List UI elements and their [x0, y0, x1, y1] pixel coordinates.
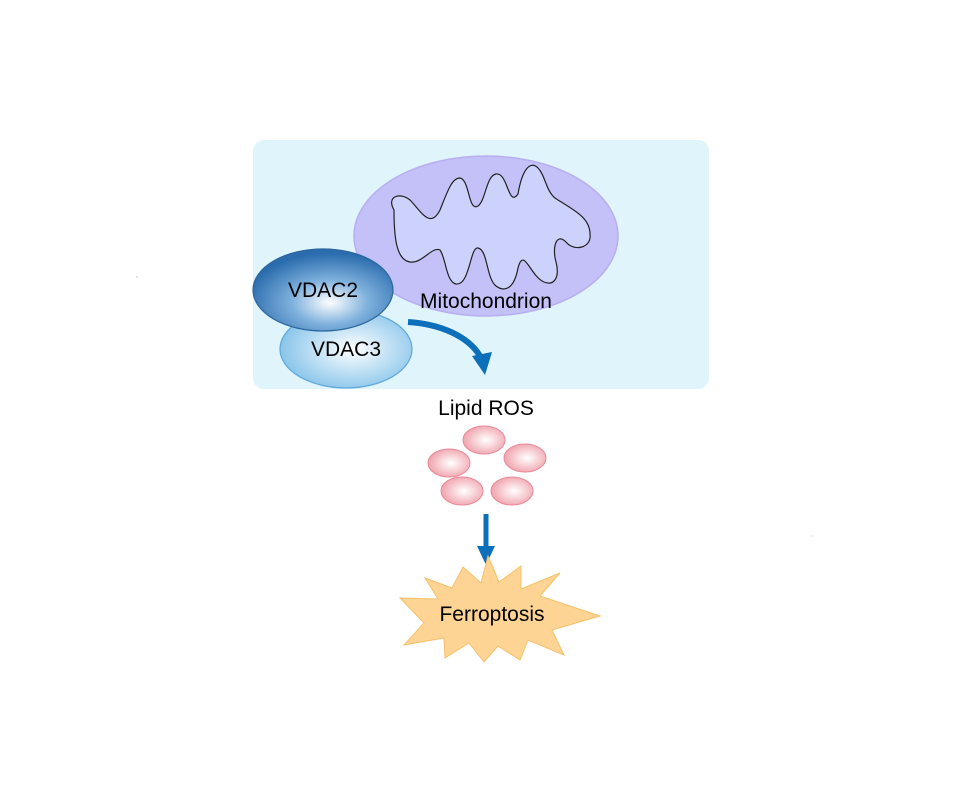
vdac2-label: VDAC2	[288, 279, 358, 302]
ros-particle	[427, 448, 471, 478]
vdac3-label: VDAC3	[311, 338, 381, 361]
mitochondrion-cristae	[391, 164, 591, 290]
ferroptosis-burst	[398, 554, 602, 663]
lipid-ros-node: Lipid ROS	[427, 397, 547, 506]
lipid-ros-label: Lipid ROS	[438, 397, 534, 420]
vdac2-node: VDAC2	[252, 248, 394, 332]
arrow-head	[477, 546, 495, 565]
ros-particle	[462, 425, 506, 455]
arrow-head	[472, 352, 492, 375]
ferroptosis-label: Ferroptosis	[439, 603, 544, 626]
ferroptosis-node: Ferroptosis	[398, 554, 602, 663]
ros-particle	[440, 476, 484, 506]
speck	[811, 535, 813, 537]
vdac2-shape	[252, 248, 394, 332]
mitochondrion-label: Mitochondrion	[420, 290, 552, 313]
mitochondrion: Mitochondrion	[353, 155, 619, 317]
ros-particle	[503, 443, 547, 473]
speck	[136, 276, 138, 278]
arrow-vdac-to-lipid-ros	[407, 319, 483, 358]
ros-particle	[490, 476, 534, 506]
